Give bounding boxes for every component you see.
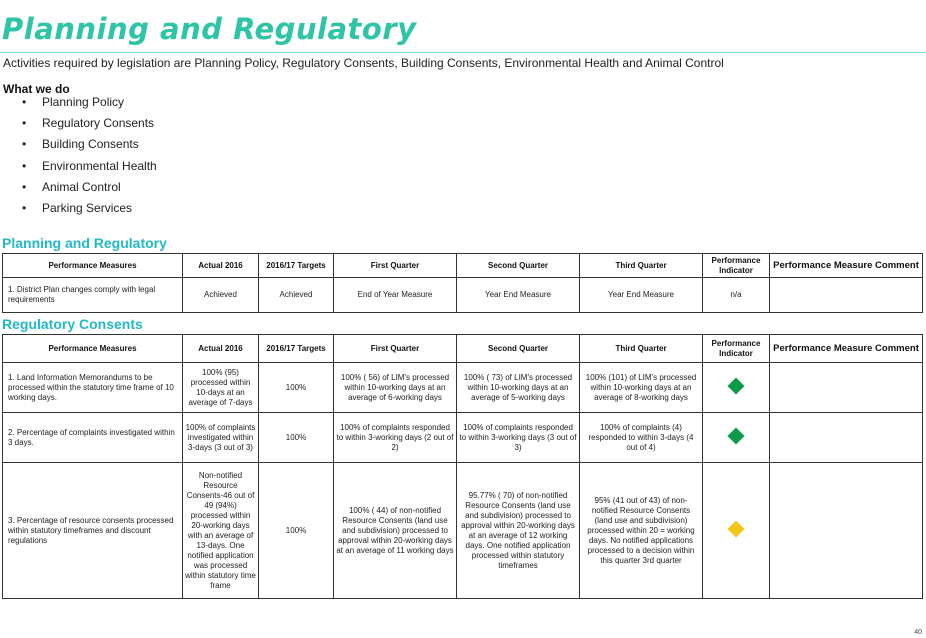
header-targets: 2016/17 Targets bbox=[258, 334, 334, 363]
table-row: 1. District Plan changes comply with leg… bbox=[2, 277, 923, 313]
header-q1: First Quarter bbox=[333, 334, 457, 363]
green-diamond-icon bbox=[727, 377, 745, 395]
header-indicator: Performance Indicator bbox=[702, 334, 770, 363]
cell-measure: 1. District Plan changes comply with leg… bbox=[2, 277, 183, 313]
table-header-row: Performance Measures Actual 2016 2016/17… bbox=[2, 334, 923, 363]
cell-indicator: n/a bbox=[702, 277, 770, 313]
cell-q1: End of Year Measure bbox=[333, 277, 457, 313]
header-q1: First Quarter bbox=[333, 253, 457, 278]
cell-measure: 2. Percentage of complaints investigated… bbox=[2, 412, 183, 463]
header-measures: Performance Measures bbox=[2, 253, 183, 278]
header-actual: Actual 2016 bbox=[182, 334, 259, 363]
header-q2: Second Quarter bbox=[456, 253, 580, 278]
header-q3: Third Quarter bbox=[579, 253, 703, 278]
bullet-icon: • bbox=[22, 200, 27, 215]
header-indicator: Performance Indicator bbox=[702, 253, 770, 278]
cell-q1: 100% of complaints responded to within 3… bbox=[333, 412, 457, 463]
cell-q3: 95% (41 out of 43) of non-notified Resou… bbox=[579, 462, 703, 599]
page-title: Planning and Regulatory bbox=[2, 12, 417, 46]
list-item: •Planning Policy bbox=[22, 95, 125, 109]
table-row: 3. Percentage of resource consents proce… bbox=[2, 462, 923, 599]
cell-actual: 100% of complaints investigated within 3… bbox=[182, 412, 259, 463]
table-header-row: Performance Measures Actual 2016 2016/17… bbox=[2, 253, 923, 278]
list-item: •Environmental Health bbox=[22, 158, 157, 173]
intro-text: Activities required by legislation are P… bbox=[3, 56, 724, 70]
table-row: 2. Percentage of complaints investigated… bbox=[2, 412, 923, 463]
bullet-icon: • bbox=[22, 137, 27, 152]
header-comment: Performance Measure Comment bbox=[769, 334, 923, 363]
list-item: •Regulatory Consents bbox=[22, 116, 155, 131]
header-measures: Performance Measures bbox=[2, 334, 183, 363]
cell-indicator bbox=[702, 412, 770, 463]
activities-list: •Planning Policy •Regulatory Consents •B… bbox=[22, 94, 157, 221]
green-diamond-icon bbox=[727, 427, 745, 445]
cell-indicator bbox=[702, 362, 770, 413]
cell-q3: Year End Measure bbox=[579, 277, 703, 313]
cell-comment bbox=[769, 277, 923, 313]
cell-indicator bbox=[702, 462, 770, 599]
cell-q1: 100% ( 44) of non-notified Resource Cons… bbox=[333, 462, 457, 599]
cell-comment bbox=[769, 362, 923, 413]
planning-table: Performance Measures Actual 2016 2016/17… bbox=[2, 253, 923, 313]
header-actual: Actual 2016 bbox=[182, 253, 259, 278]
cell-comment bbox=[769, 412, 923, 463]
bullet-icon: • bbox=[22, 95, 27, 109]
section-title-planning: Planning and Regulatory bbox=[2, 235, 167, 251]
list-item: •Animal Control bbox=[22, 179, 121, 194]
cell-q2: 100% of complaints responded to within 3… bbox=[456, 412, 580, 463]
header-comment: Performance Measure Comment bbox=[769, 253, 923, 278]
cell-actual: Non-notified Resource Consents-46 out of… bbox=[182, 462, 259, 599]
cell-target: 100% bbox=[258, 362, 334, 413]
cell-target: 100% bbox=[258, 462, 334, 599]
header-targets: 2016/17 Targets bbox=[258, 253, 334, 278]
regulatory-table: Performance Measures Actual 2016 2016/17… bbox=[2, 334, 923, 599]
header-q3: Third Quarter bbox=[579, 334, 703, 363]
cell-actual: Achieved bbox=[182, 277, 259, 313]
cell-q3: 100% of complaints (4) responded to with… bbox=[579, 412, 703, 463]
cell-comment bbox=[769, 462, 923, 599]
list-item: •Building Consents bbox=[22, 137, 139, 152]
title-divider bbox=[0, 52, 926, 53]
header-q2: Second Quarter bbox=[456, 334, 580, 363]
cell-actual: 100% (95) processed within 10-days at an… bbox=[182, 362, 259, 413]
cell-q1: 100% ( 56) of LIM's processed within 10-… bbox=[333, 362, 457, 413]
page-number: 40 bbox=[914, 629, 922, 636]
cell-target: 100% bbox=[258, 412, 334, 463]
cell-q3: 100% (101) of LIM's processed within 10-… bbox=[579, 362, 703, 413]
table-row: 1. Land Information Memorandums to be pr… bbox=[2, 362, 923, 413]
bullet-icon: • bbox=[22, 116, 27, 131]
what-we-do-heading: What we do bbox=[3, 82, 70, 96]
cell-target: Achieved bbox=[258, 277, 334, 313]
cell-measure: 3. Percentage of resource consents proce… bbox=[2, 462, 183, 599]
section-title-regulatory: Regulatory Consents bbox=[2, 316, 143, 332]
bullet-icon: • bbox=[22, 158, 27, 173]
cell-measure: 1. Land Information Memorandums to be pr… bbox=[2, 362, 183, 413]
cell-q2: 100% ( 73) of LIM's processed within 10-… bbox=[456, 362, 580, 413]
cell-q2: 95.77% ( 70) of non-notified Resource Co… bbox=[456, 462, 580, 599]
amber-diamond-icon bbox=[727, 520, 745, 538]
list-item: •Parking Services bbox=[22, 200, 133, 215]
cell-q2: Year End Measure bbox=[456, 277, 580, 313]
bullet-icon: • bbox=[22, 179, 27, 194]
